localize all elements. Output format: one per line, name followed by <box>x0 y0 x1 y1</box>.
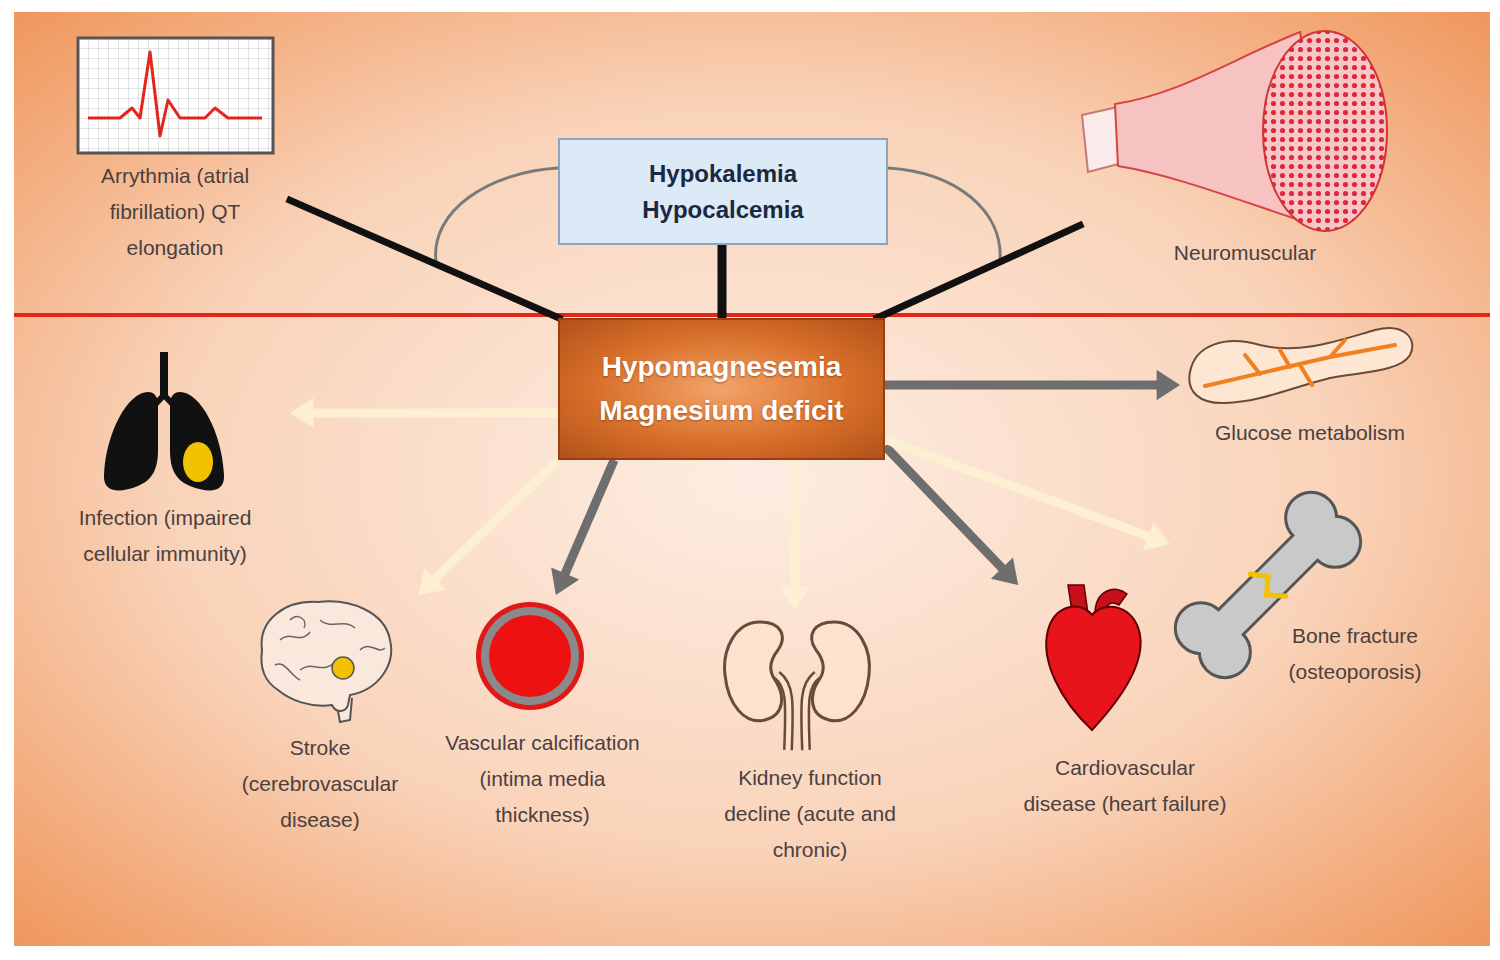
brain-icon <box>332 657 354 679</box>
box-label: Hypocalcemia <box>642 192 803 228</box>
ecg-icon <box>88 52 262 136</box>
bone-icon <box>1167 484 1369 686</box>
kidney-icon <box>812 622 870 721</box>
outcome-label: Stroke (cerebrovascular disease) <box>220 730 420 838</box>
lungs-icon <box>170 392 224 491</box>
heart-icon <box>1046 607 1140 730</box>
arrow-head <box>551 567 579 595</box>
pancreas-icon <box>1189 328 1412 403</box>
ecg-icon <box>78 38 273 153</box>
vessel-icon <box>489 615 571 697</box>
bone-icon <box>1247 565 1288 606</box>
lungs-icon <box>160 352 168 397</box>
bone-icon <box>1301 508 1369 576</box>
outcome-node: Glucose metabolism <box>1180 320 1440 450</box>
vessel-icon <box>476 602 584 710</box>
connector <box>722 245 723 318</box>
outcome-node: Bone fracture (osteoporosis) <box>1170 480 1450 695</box>
outcome-label: Infection (impaired cellular immunity) <box>50 500 280 572</box>
kidney-icon <box>777 675 817 750</box>
arrow-head <box>780 587 811 610</box>
lungs-icon <box>104 352 224 491</box>
box-label: Hypokalemia <box>649 156 797 192</box>
connector <box>418 460 558 595</box>
ecg-icon <box>78 38 273 153</box>
kidney-icon <box>725 622 783 721</box>
connector-line <box>290 200 559 318</box>
outcome-label: Bone fracture (osteoporosis) <box>1265 618 1445 690</box>
divider-line <box>14 313 1490 317</box>
outcome-node: Kidney function decline (acute and chron… <box>690 610 930 870</box>
connector-line <box>563 460 614 578</box>
process-box: HypokalemiaHypocalcemia <box>558 138 888 245</box>
connector <box>551 460 614 595</box>
box-label: Magnesium deficit <box>599 389 843 433</box>
box-label: Hypomagnesemia <box>602 345 842 389</box>
connector-line <box>885 381 1161 390</box>
outcome-label: Cardiovascular disease (heart failure) <box>1020 750 1230 822</box>
brain-icon <box>261 601 391 722</box>
connector-arc <box>436 168 558 262</box>
heart-icon <box>1046 585 1140 730</box>
connector-line <box>885 439 1152 538</box>
process-box: HypomagnesemiaMagnesium deficit <box>558 318 885 460</box>
outcome-node: Vascular calcification (intima media thi… <box>415 595 670 835</box>
bone-icon <box>1167 484 1369 686</box>
arrow-head <box>1143 522 1170 551</box>
outcome-node: Infection (impaired cellular immunity) <box>40 350 290 575</box>
connector <box>290 398 558 429</box>
pancreas-icon <box>1205 340 1395 386</box>
connector <box>780 460 811 610</box>
outcome-node: Cardiovascular disease (heart failure) <box>995 585 1255 830</box>
connector-line <box>309 409 558 418</box>
brain-icon <box>275 617 385 680</box>
outcome-label: Neuromuscular <box>1080 235 1410 271</box>
connector <box>877 225 1080 318</box>
connector <box>290 200 559 318</box>
connector <box>885 439 1170 550</box>
vessel-icon <box>476 602 584 710</box>
background <box>14 12 1490 946</box>
arrow-head <box>991 558 1018 585</box>
connector-line <box>877 225 1080 318</box>
bone-icon <box>1167 484 1369 686</box>
outcome-label: Glucose metabolism <box>1180 415 1440 451</box>
arrow-head <box>290 398 313 429</box>
pancreas-icon <box>1189 328 1412 403</box>
muscle-icon <box>1082 31 1387 231</box>
connector-line <box>432 460 559 582</box>
kidney-icon <box>777 675 817 750</box>
lungs-icon <box>104 392 158 491</box>
connector <box>885 370 1180 401</box>
kidney-icon <box>725 622 870 750</box>
arrow-head <box>418 568 445 595</box>
arrow-head <box>1157 370 1180 401</box>
background <box>14 12 1490 946</box>
divider-line <box>14 315 1490 316</box>
lungs-icon <box>183 442 213 482</box>
muscle-icon <box>1263 31 1387 231</box>
outcome-label: Arrythmia (atrial fibrillation) QT elong… <box>60 158 290 266</box>
outcome-node: Stroke (cerebrovascular disease) <box>220 595 420 845</box>
bone-icon <box>1191 618 1259 686</box>
vessel-icon <box>481 607 579 705</box>
outcome-node: Neuromuscular <box>1080 30 1410 270</box>
ecg-icon <box>78 38 273 153</box>
outcome-node: Arrythmia (atrial fibrillation) QT elong… <box>60 30 290 270</box>
outcome-label: Vascular calcification (intima media thi… <box>435 725 650 833</box>
connector-line <box>718 245 727 318</box>
connector-arc <box>888 168 1000 262</box>
connector-line <box>791 460 800 591</box>
brain-icon <box>261 601 391 711</box>
outcome-label: Kidney function decline (acute and chron… <box>710 760 910 868</box>
